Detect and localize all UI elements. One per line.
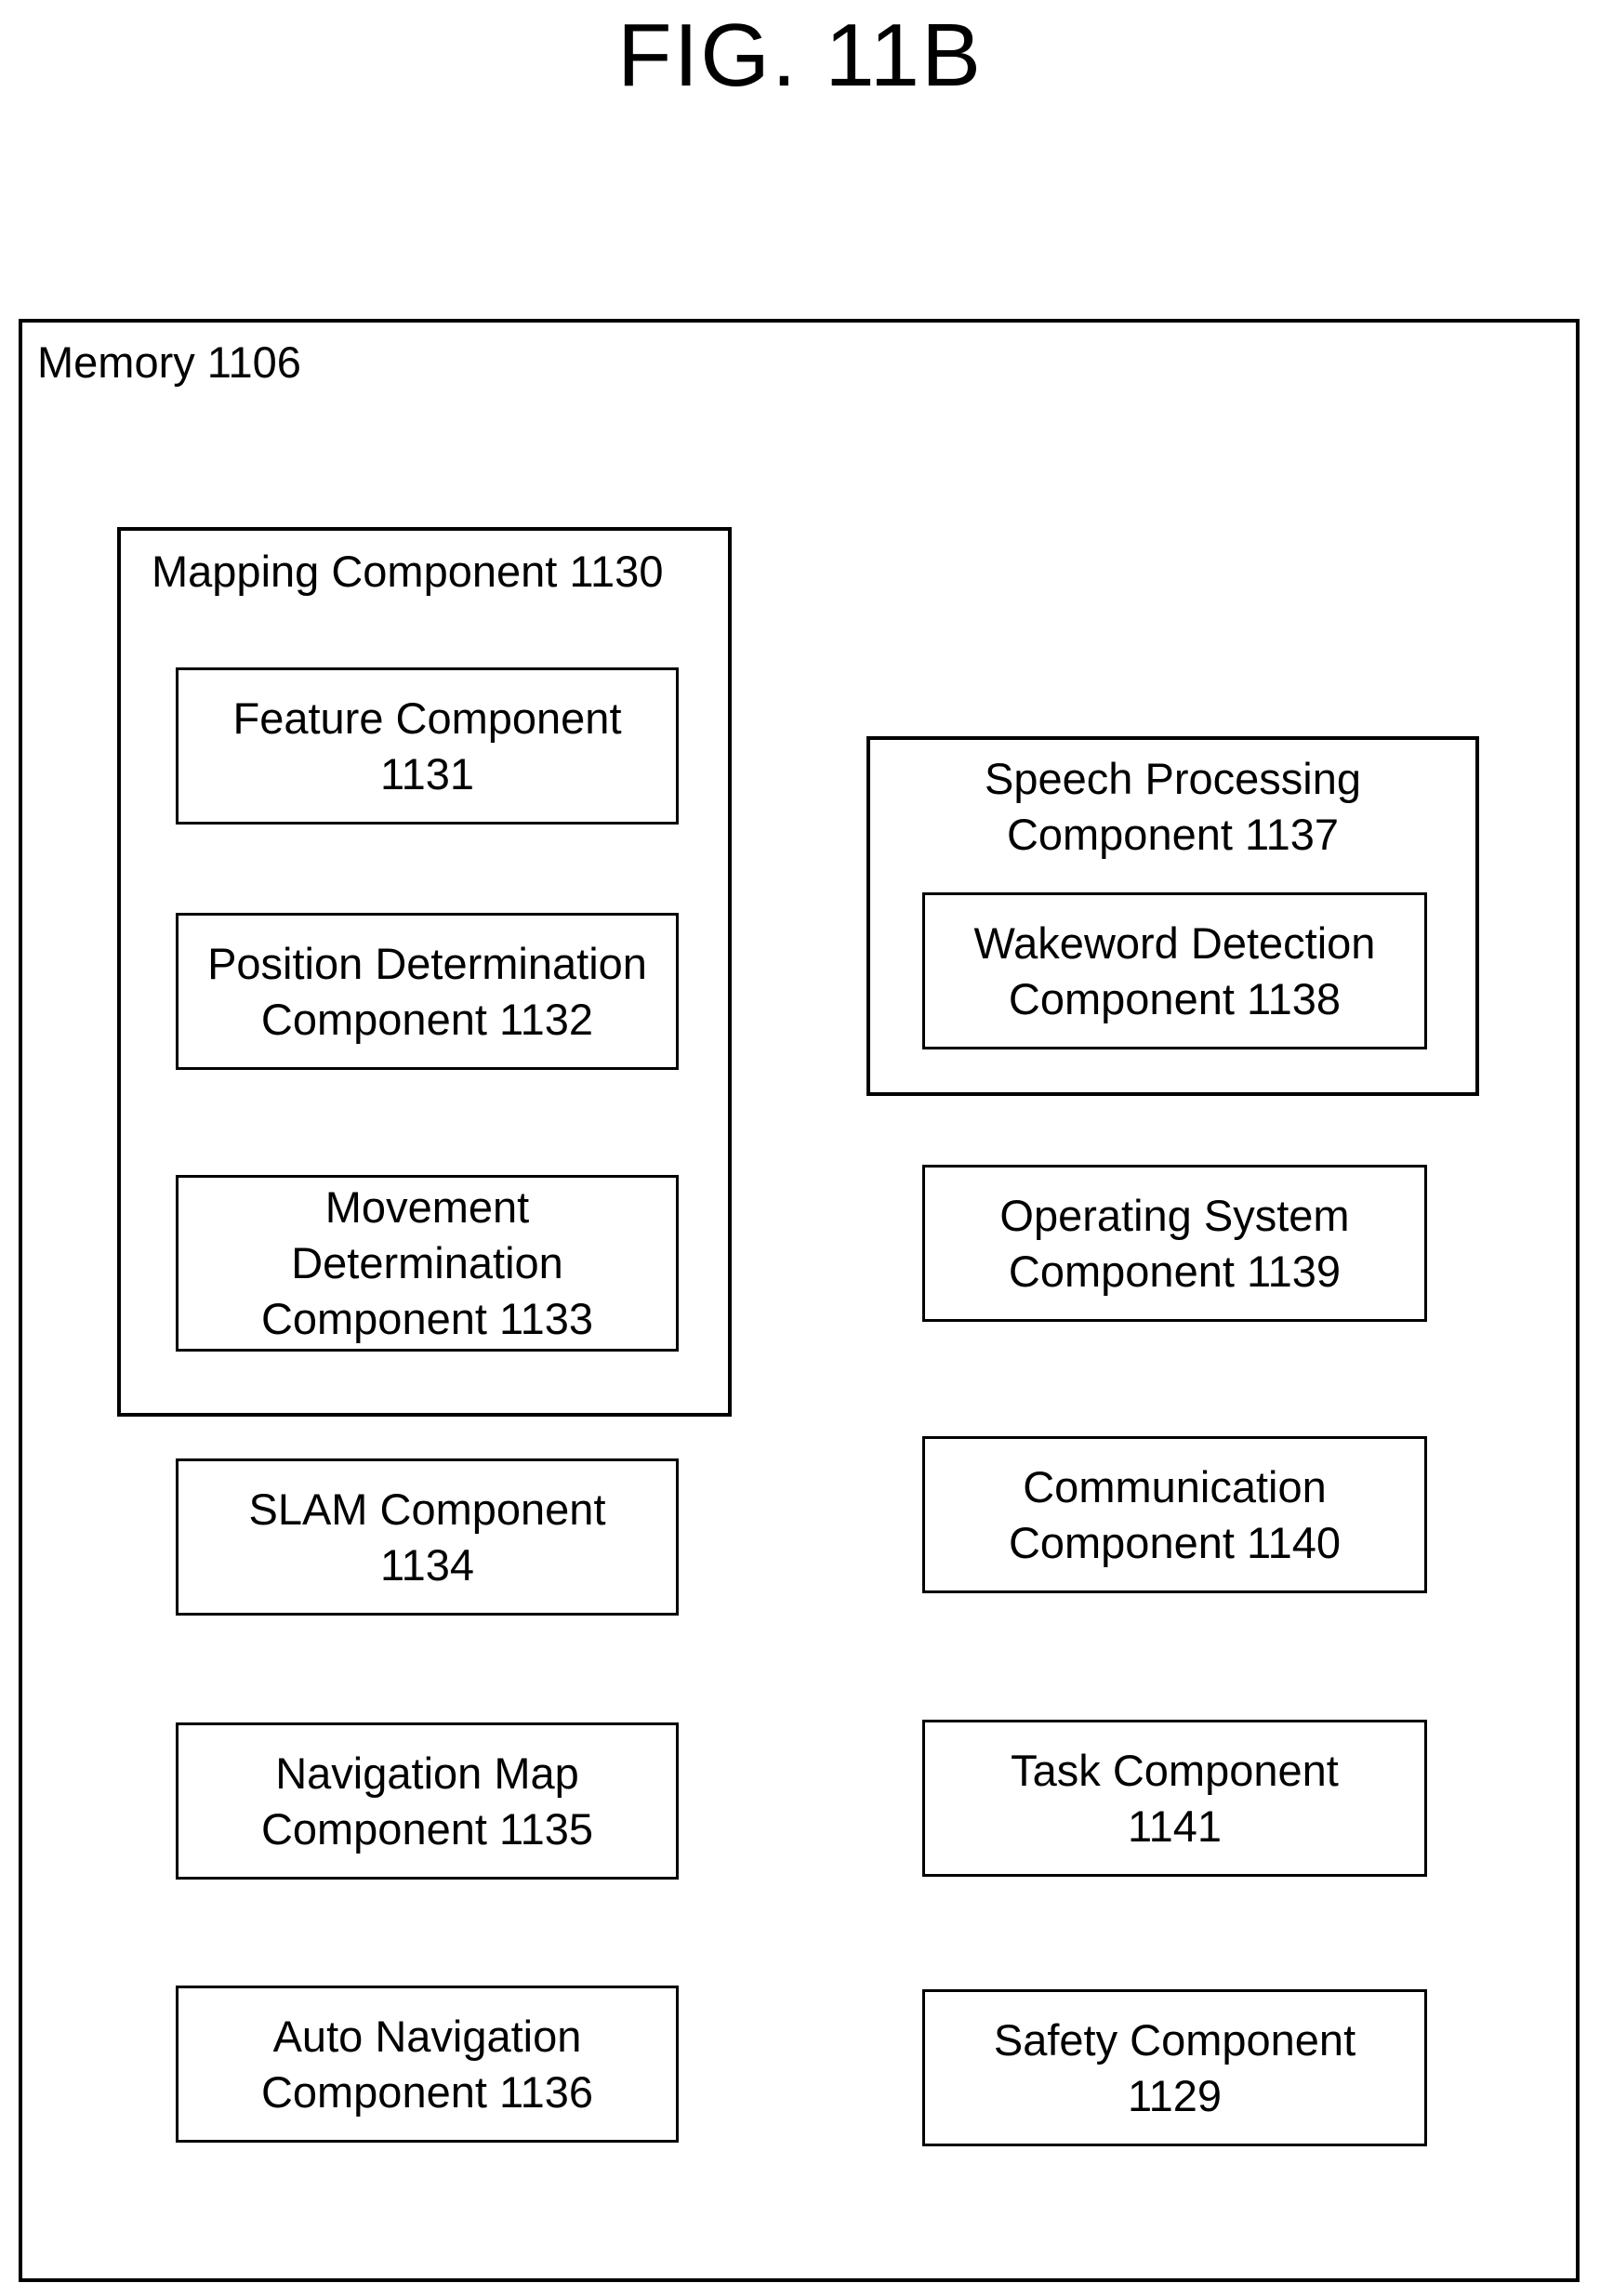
movement-determination-component-label: Movement Determination Component 1133	[261, 1180, 593, 1347]
task-component-box: Task Component 1141	[922, 1720, 1427, 1877]
movement-determination-component-box: Movement Determination Component 1133	[176, 1175, 679, 1352]
operating-system-component-box: Operating System Component 1139	[922, 1165, 1427, 1322]
auto-navigation-component-box: Auto Navigation Component 1136	[176, 1986, 679, 2143]
auto-navigation-component-label: Auto Navigation Component 1136	[261, 2009, 593, 2120]
operating-system-component-label: Operating System Component 1139	[999, 1188, 1349, 1300]
safety-component-box: Safety Component 1129	[922, 1989, 1427, 2146]
task-component-label: Task Component 1141	[1011, 1743, 1339, 1854]
feature-component-box: Feature Component 1131	[176, 667, 679, 825]
speech-processing-component-label: Speech Processing Component 1137	[866, 751, 1479, 863]
memory-label: Memory 1106	[37, 336, 301, 389]
position-determination-component-box: Position Determination Component 1132	[176, 913, 679, 1070]
navigation-map-component-box: Navigation Map Component 1135	[176, 1722, 679, 1880]
wakeword-detection-component-label: Wakeword Detection Component 1138	[974, 916, 1376, 1027]
figure-title: FIG. 11B	[0, 0, 1600, 112]
slam-component-box: SLAM Component 1134	[176, 1458, 679, 1616]
slam-component-label: SLAM Component 1134	[248, 1482, 605, 1593]
mapping-component-label: Mapping Component 1130	[152, 546, 663, 598]
feature-component-label: Feature Component 1131	[232, 691, 621, 802]
position-determination-component-label: Position Determination Component 1132	[207, 936, 647, 1048]
navigation-map-component-label: Navigation Map Component 1135	[261, 1746, 593, 1857]
safety-component-label: Safety Component 1129	[994, 2012, 1355, 2124]
wakeword-detection-component-box: Wakeword Detection Component 1138	[922, 892, 1427, 1049]
communication-component-box: Communication Component 1140	[922, 1436, 1427, 1593]
communication-component-label: Communication Component 1140	[1009, 1459, 1341, 1571]
